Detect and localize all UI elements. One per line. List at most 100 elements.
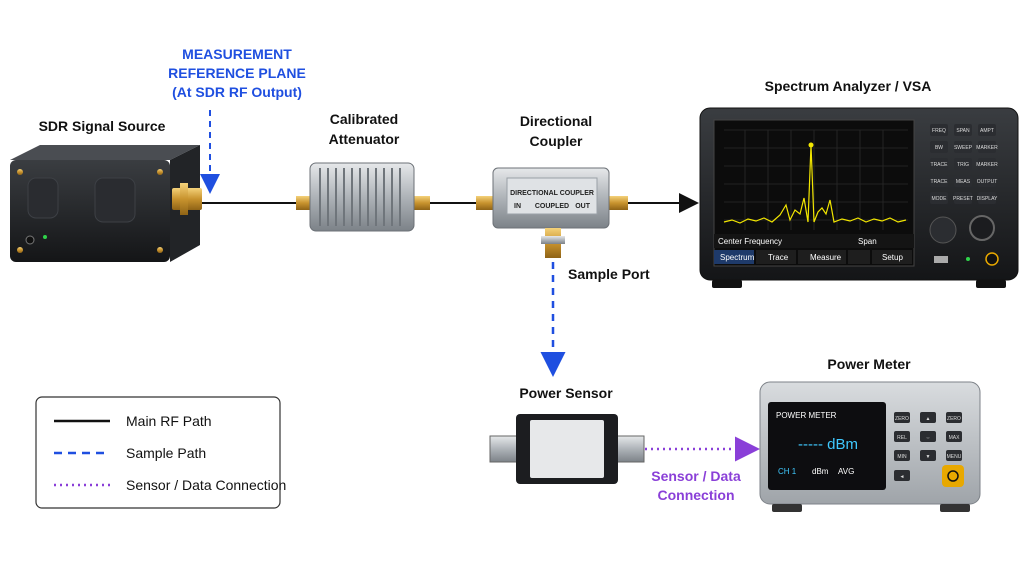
key-label: TRACE bbox=[931, 162, 949, 168]
coupler-title: DIRECTIONAL COUPLER bbox=[510, 190, 594, 197]
key-label: ZERO bbox=[895, 416, 909, 422]
tab-trace[interactable] bbox=[756, 250, 796, 264]
tab-spectrum[interactable] bbox=[714, 250, 754, 264]
key-label: MIN bbox=[897, 454, 907, 460]
key[interactable] bbox=[930, 141, 948, 153]
key[interactable] bbox=[978, 141, 996, 153]
key[interactable] bbox=[978, 175, 996, 187]
key-label: MAX bbox=[949, 435, 961, 441]
key-label: ZERO bbox=[947, 416, 961, 422]
key-label: AMPT bbox=[980, 128, 994, 134]
key-label: MODE bbox=[932, 196, 948, 202]
nav-pad[interactable] bbox=[929, 216, 957, 244]
key[interactable] bbox=[930, 175, 948, 187]
meter-unit: dBm bbox=[812, 467, 829, 476]
key[interactable] bbox=[894, 470, 910, 481]
key[interactable] bbox=[946, 431, 962, 442]
meter-power-button[interactable] bbox=[942, 465, 964, 487]
tab-setup[interactable] bbox=[872, 250, 912, 264]
key[interactable] bbox=[954, 124, 972, 136]
tab-label: Trace bbox=[768, 253, 789, 262]
key[interactable] bbox=[954, 175, 972, 187]
sensor-conn-label-1: Sensor / Data bbox=[651, 468, 741, 484]
key-label: MARKER bbox=[976, 162, 998, 168]
key[interactable] bbox=[930, 124, 948, 136]
key-label: REL bbox=[897, 435, 907, 441]
ref-plane-label-1: MEASUREMENT bbox=[182, 46, 292, 62]
key[interactable] bbox=[894, 431, 910, 442]
key-label: OUTPUT bbox=[977, 179, 998, 185]
coupler-label-2: Coupler bbox=[530, 133, 583, 149]
key[interactable] bbox=[954, 192, 972, 204]
meter-title: POWER METER bbox=[776, 411, 837, 420]
power-button-icon[interactable] bbox=[985, 252, 999, 266]
key[interactable] bbox=[978, 158, 996, 170]
legend-sample-label: Sample Path bbox=[126, 445, 206, 461]
analyzer-label: Spectrum Analyzer / VSA bbox=[765, 78, 932, 94]
key[interactable] bbox=[946, 412, 962, 423]
sample-port-label: Sample Port bbox=[568, 266, 650, 282]
attenuator-label-1: Calibrated bbox=[330, 111, 398, 127]
key[interactable] bbox=[920, 450, 936, 461]
key-label: TRACE bbox=[931, 179, 949, 185]
analyzer-keypad: FREQ SPAN AMPT BW SWEEP MARKER TRACE TRI… bbox=[930, 124, 998, 204]
key[interactable] bbox=[930, 158, 948, 170]
analyzer-tabs: Spectrum Trace Measure Setup bbox=[714, 250, 912, 264]
key-label: SWEEP bbox=[954, 145, 973, 151]
power-sensor-label: Power Sensor bbox=[519, 385, 613, 401]
ref-plane-label-2: REFERENCE PLANE bbox=[168, 65, 306, 81]
key[interactable] bbox=[920, 412, 936, 423]
sensor-conn-label-2: Connection bbox=[658, 487, 735, 503]
key[interactable] bbox=[894, 412, 910, 423]
meter-keypad: ZERO ▲ ZERO REL ⇔ MAX MIN ▼ MENU ◄ bbox=[894, 412, 962, 481]
key-label: ▼ bbox=[926, 454, 931, 460]
key-label: BW bbox=[935, 145, 943, 151]
key[interactable] bbox=[978, 192, 996, 204]
key-label: ⇔ bbox=[926, 435, 931, 441]
tab-label: Measure bbox=[810, 253, 842, 262]
power-meter-label: Power Meter bbox=[827, 356, 911, 372]
key[interactable] bbox=[978, 124, 996, 136]
meter-reading: ----- dBm bbox=[798, 436, 858, 453]
key-label: SPAN bbox=[956, 128, 970, 134]
key[interactable] bbox=[954, 158, 972, 170]
meter-channel: CH 1 bbox=[778, 467, 797, 476]
tab-label: Spectrum bbox=[720, 253, 755, 262]
coupler-port-out: OUT bbox=[575, 203, 591, 210]
key[interactable] bbox=[930, 192, 948, 204]
key-label: DISPLAY bbox=[977, 196, 998, 202]
tab-blank[interactable] bbox=[848, 250, 870, 264]
legend: Main RF Path Sample Path Sensor / Data C… bbox=[35, 396, 286, 509]
power-sensor bbox=[489, 414, 645, 484]
tab-label: Setup bbox=[882, 253, 903, 262]
sdr-signal-source bbox=[10, 145, 202, 262]
key[interactable] bbox=[946, 450, 962, 461]
usb-port-icon bbox=[934, 256, 948, 263]
key-label: ▲ bbox=[926, 416, 931, 422]
key-label: TRIG bbox=[957, 162, 969, 168]
calibrated-attenuator bbox=[296, 162, 430, 232]
legend-sensor-label: Sensor / Data Connection bbox=[126, 477, 286, 493]
rotary-knob[interactable] bbox=[969, 215, 995, 241]
key[interactable] bbox=[954, 141, 972, 153]
key-label: ◄ bbox=[900, 474, 905, 480]
spectrum-analyzer: Center Frequency Span Spectrum Trace Mea… bbox=[699, 107, 1019, 288]
power-icon bbox=[947, 470, 959, 482]
analyzer-span: Span bbox=[858, 237, 877, 246]
sdr-source-label: SDR Signal Source bbox=[39, 118, 166, 134]
legend-main-label: Main RF Path bbox=[126, 413, 212, 429]
meter-mode: AVG bbox=[838, 467, 854, 476]
power-meter: POWER METER ----- dBm CH 1 dBm AVG ZERO … bbox=[759, 381, 981, 512]
tab-measure[interactable] bbox=[798, 250, 846, 264]
key-label: MEAS bbox=[956, 179, 971, 185]
analyzer-center-freq: Center Frequency bbox=[718, 237, 782, 246]
attenuator-label-2: Attenuator bbox=[329, 131, 400, 147]
key-label: MENU bbox=[947, 454, 962, 460]
key[interactable] bbox=[894, 450, 910, 461]
coupler-port-coupled: COUPLED bbox=[535, 203, 569, 210]
status-led-icon bbox=[966, 257, 970, 261]
directional-coupler: DIRECTIONAL COUPLER IN COUPLED OUT bbox=[476, 167, 628, 258]
key[interactable] bbox=[920, 431, 936, 442]
analyzer-trace bbox=[723, 144, 907, 224]
